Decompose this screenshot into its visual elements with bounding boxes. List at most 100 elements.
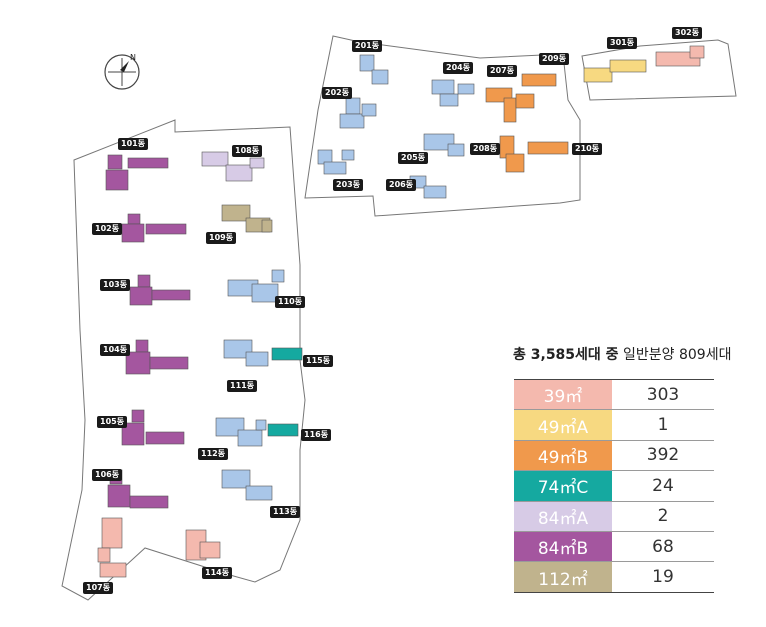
legend-count: 19 bbox=[652, 567, 674, 588]
legend-type: 84㎡A bbox=[514, 501, 612, 531]
building-label-102: 102동 bbox=[92, 223, 123, 235]
building-label-114: 114동 bbox=[202, 567, 233, 579]
building-209-block bbox=[521, 73, 557, 87]
zone-3-boundary bbox=[581, 39, 737, 101]
building-301-block bbox=[609, 59, 647, 73]
building-110-block bbox=[251, 283, 279, 303]
building-label-110: 110동 bbox=[275, 296, 306, 308]
building-label-101: 101동 bbox=[118, 138, 149, 150]
building-label-209: 209동 bbox=[539, 53, 570, 65]
building-105-block bbox=[145, 431, 185, 445]
building-108-block bbox=[225, 164, 253, 182]
building-202-block bbox=[361, 103, 377, 117]
building-101-block bbox=[105, 169, 129, 191]
building-104-block bbox=[149, 356, 189, 370]
building-label-210: 210동 bbox=[572, 143, 603, 155]
building-116-block bbox=[267, 423, 299, 437]
legend-count: 2 bbox=[657, 506, 669, 527]
legend-type: 112㎡ bbox=[514, 562, 612, 592]
building-label-108: 108동 bbox=[232, 145, 263, 157]
zone-1-boundary bbox=[61, 119, 306, 601]
building-108-block bbox=[201, 151, 229, 167]
building-302-block bbox=[689, 45, 705, 59]
building-101-block bbox=[127, 157, 169, 169]
building-label-302: 302동 bbox=[672, 27, 703, 39]
building-label-204: 204동 bbox=[443, 62, 474, 74]
building-label-208: 208동 bbox=[470, 143, 501, 155]
building-107-block bbox=[101, 517, 123, 549]
building-112-block bbox=[215, 417, 245, 437]
building-207-block bbox=[515, 93, 535, 109]
legend-count: 24 bbox=[652, 475, 674, 496]
building-107-block bbox=[99, 562, 127, 578]
building-210-block bbox=[527, 141, 569, 155]
building-109-block bbox=[261, 219, 273, 233]
building-301-block bbox=[583, 67, 613, 83]
building-206-block bbox=[423, 185, 447, 199]
building-103-block bbox=[129, 286, 153, 306]
building-label-113: 113동 bbox=[270, 506, 301, 518]
building-label-106: 106동 bbox=[92, 469, 123, 481]
building-204-block bbox=[439, 93, 459, 107]
building-205-block bbox=[423, 133, 455, 151]
building-103-block bbox=[151, 289, 191, 301]
legend-type: 39㎡ bbox=[514, 380, 612, 410]
building-112-block bbox=[237, 429, 263, 447]
building-111-block bbox=[223, 339, 253, 359]
building-label-205: 205동 bbox=[398, 152, 429, 164]
building-202-block bbox=[345, 97, 361, 115]
building-201-block bbox=[371, 69, 389, 85]
building-208-block bbox=[505, 153, 525, 173]
legend-row: 84㎡A 2 bbox=[514, 501, 714, 532]
building-106-block bbox=[129, 495, 169, 509]
legend-type: 49㎡B bbox=[514, 440, 612, 471]
building-label-104: 104동 bbox=[100, 344, 131, 356]
building-114-block bbox=[199, 541, 221, 559]
legend-row: 39㎡ 303 bbox=[514, 380, 714, 411]
building-label-201: 201동 bbox=[352, 40, 383, 52]
legend-row: 49㎡B 392 bbox=[514, 440, 714, 472]
building-113-block bbox=[221, 469, 251, 489]
building-label-103: 103동 bbox=[100, 279, 131, 291]
building-302-block bbox=[655, 51, 701, 67]
building-203-block bbox=[341, 149, 355, 161]
legend-count: 1 bbox=[657, 415, 669, 436]
building-105-block bbox=[131, 409, 145, 423]
building-205-block bbox=[447, 143, 465, 157]
building-204-block bbox=[431, 79, 455, 95]
legend-type: 49㎡A bbox=[514, 410, 612, 440]
legend-row: 49㎡A 1 bbox=[514, 410, 714, 441]
building-203-block bbox=[323, 161, 347, 175]
building-102-block bbox=[145, 223, 187, 235]
legend-count: 392 bbox=[646, 445, 680, 466]
building-label-207: 207동 bbox=[487, 65, 518, 77]
building-202-block bbox=[339, 113, 365, 129]
building-label-203: 203동 bbox=[333, 179, 364, 191]
zone-2-boundary bbox=[304, 35, 581, 217]
building-108-block bbox=[249, 157, 265, 169]
legend-count: 68 bbox=[652, 536, 674, 557]
building-201-block bbox=[359, 54, 375, 72]
building-204-block bbox=[457, 83, 475, 95]
building-104-block bbox=[125, 351, 151, 375]
building-label-107: 107동 bbox=[83, 582, 114, 594]
building-104-block bbox=[135, 339, 149, 353]
compass-north-label: N bbox=[130, 53, 136, 62]
legend-count: 303 bbox=[646, 384, 680, 405]
building-label-109: 109동 bbox=[206, 232, 237, 244]
building-label-112: 112동 bbox=[198, 448, 229, 460]
building-113-block bbox=[245, 485, 273, 501]
legend-type: 74㎡C bbox=[514, 471, 612, 501]
building-109-block bbox=[221, 204, 251, 222]
north-compass-icon: N bbox=[104, 53, 140, 90]
legend-title: 총 3,585세대 중 일반분양 809세대 bbox=[513, 344, 753, 364]
building-106-block bbox=[107, 484, 131, 508]
building-107-block bbox=[97, 547, 111, 563]
building-label-115: 115동 bbox=[303, 355, 334, 367]
legend-title-total: 총 3,585세대 중 bbox=[513, 347, 619, 363]
building-label-206: 206동 bbox=[386, 179, 417, 191]
legend-row: 112㎡ 19 bbox=[514, 562, 714, 593]
